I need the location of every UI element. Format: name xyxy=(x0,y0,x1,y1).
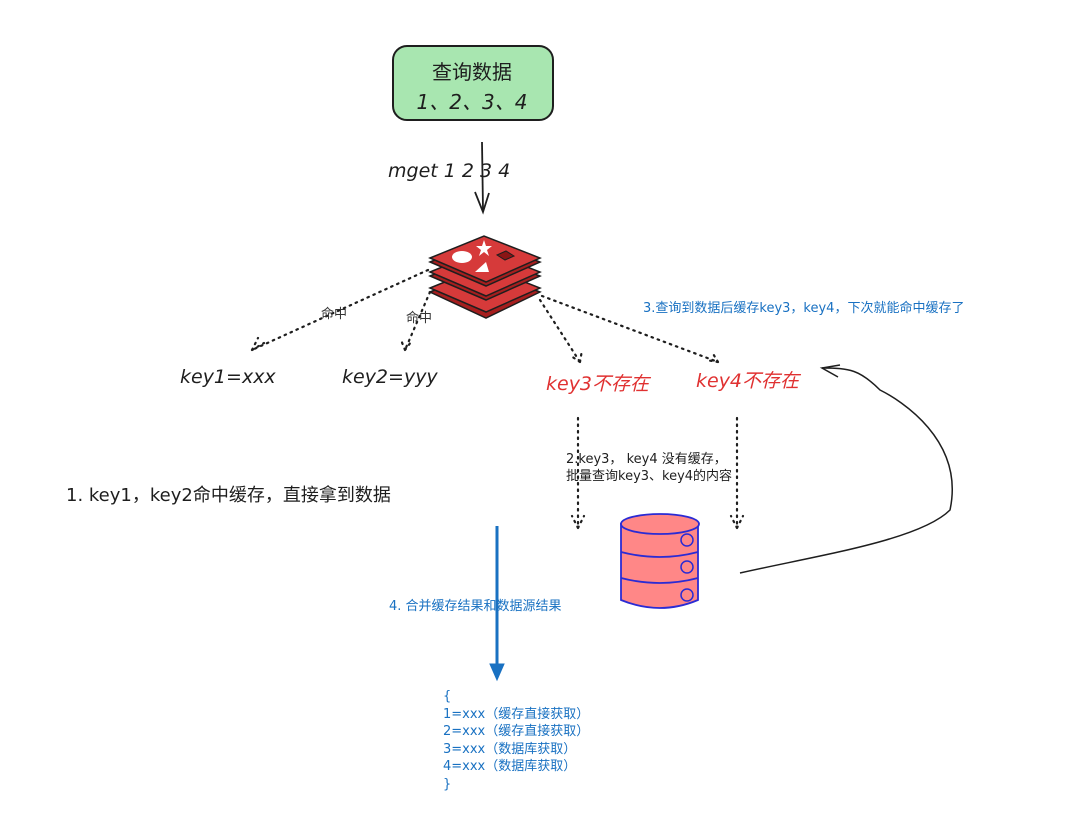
database-icon xyxy=(620,513,700,609)
query-box[interactable] xyxy=(392,45,554,121)
mget-arrow xyxy=(474,141,490,215)
result-key1: key1=xxx xyxy=(180,366,276,388)
merged-result-block: { 1=xxx（缓存直接获取） 2=xxx（缓存直接获取） 3=xxx（数据库获… xyxy=(443,688,589,793)
hit-arrow-key1 xyxy=(250,268,430,352)
mget-command: mget 1 2 3 4 xyxy=(388,160,511,182)
query-box-title: 查询数据 xyxy=(432,60,512,84)
annotation-step2-line2: 批量查询key3、key4的内容 xyxy=(566,469,733,484)
hit-label-key2: 命中 xyxy=(406,311,433,326)
redis-icon xyxy=(428,235,542,319)
annotation-step3: 3.查询到数据后缓存key3，key4，下次就能命中缓存了 xyxy=(643,301,965,316)
annotation-step4: 4. 合并缓存结果和数据源结果 xyxy=(389,599,562,614)
miss-arrow-key3 xyxy=(538,298,582,364)
result-key4-missing: key4不存在 xyxy=(696,370,800,392)
cache-back-arrow xyxy=(739,364,953,574)
merged-result-line: 1=xxx（缓存直接获取） xyxy=(443,706,590,722)
merged-result-line: { xyxy=(443,689,452,704)
annotation-step2-line1: 2.key3， key4 没有缓存， xyxy=(566,452,727,467)
merged-result-line: 2=xxx（缓存直接获取） xyxy=(443,724,590,739)
miss-arrow-key4 xyxy=(540,294,720,364)
result-key2: key2=yyy xyxy=(342,366,438,388)
merged-result-line: 4=xxx（数据库获取） xyxy=(443,759,577,774)
merge-arrow xyxy=(489,526,505,682)
annotation-step1: 1. key1，key2命中缓存，直接拿到数据 xyxy=(66,485,391,506)
query-box-keys: 1、2、3、4 xyxy=(416,90,528,114)
hit-arrow-key2 xyxy=(403,290,432,352)
result-key3-missing: key3不存在 xyxy=(546,373,650,395)
merged-result-line: 3=xxx（数据库获取） xyxy=(443,741,577,757)
merged-result-line: } xyxy=(443,776,452,792)
hit-label-key1: 命中 xyxy=(321,307,348,322)
